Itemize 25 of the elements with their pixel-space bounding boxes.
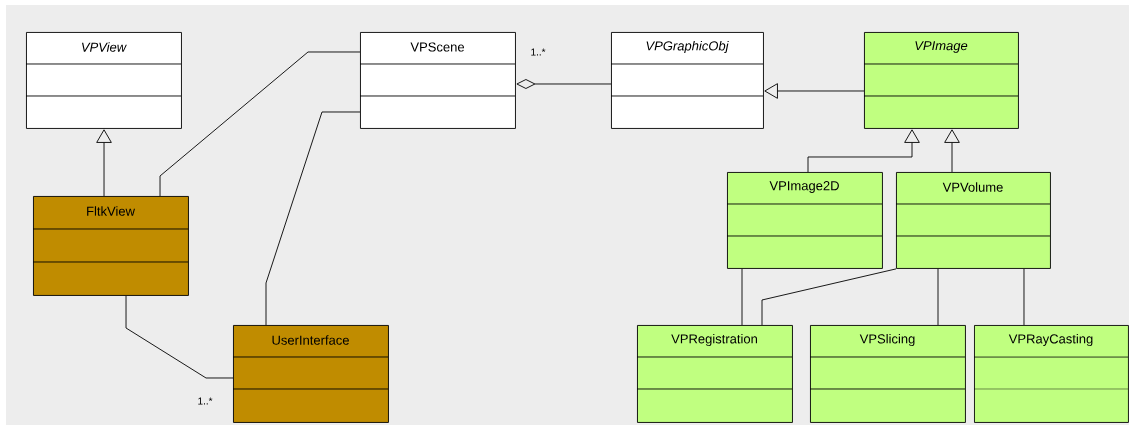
association-line — [741, 268, 743, 326]
association-line — [1023, 268, 1025, 326]
class-box: VPView — [25, 32, 182, 129]
class-box: UserInterface — [232, 325, 389, 423]
association-line — [937, 268, 939, 326]
association-line — [125, 295, 234, 379]
association-line — [761, 268, 897, 326]
association-line — [265, 111, 361, 326]
generalization-arrow — [807, 129, 920, 173]
class-box: FltkView — [32, 196, 189, 296]
generalization-arrow — [764, 83, 865, 99]
generalization-arrow — [96, 129, 112, 197]
multiplicity-label: 1..* — [198, 397, 213, 405]
association-line — [159, 51, 361, 197]
class-box: VPRegistration — [636, 325, 793, 423]
class-box: VPGraphicObj — [610, 32, 764, 129]
generalization-arrow — [944, 129, 960, 173]
class-box: VPSlicing — [809, 325, 966, 423]
multiplicity-label: 1..* — [531, 48, 546, 56]
aggregation-line — [516, 79, 612, 89]
class-box: VPImage — [863, 32, 1019, 129]
class-box: VPImage2D — [726, 172, 883, 269]
class-box: VPRayCasting — [973, 325, 1129, 423]
class-box: VPScene — [359, 32, 516, 129]
class-box: VPVolume — [895, 172, 1051, 269]
